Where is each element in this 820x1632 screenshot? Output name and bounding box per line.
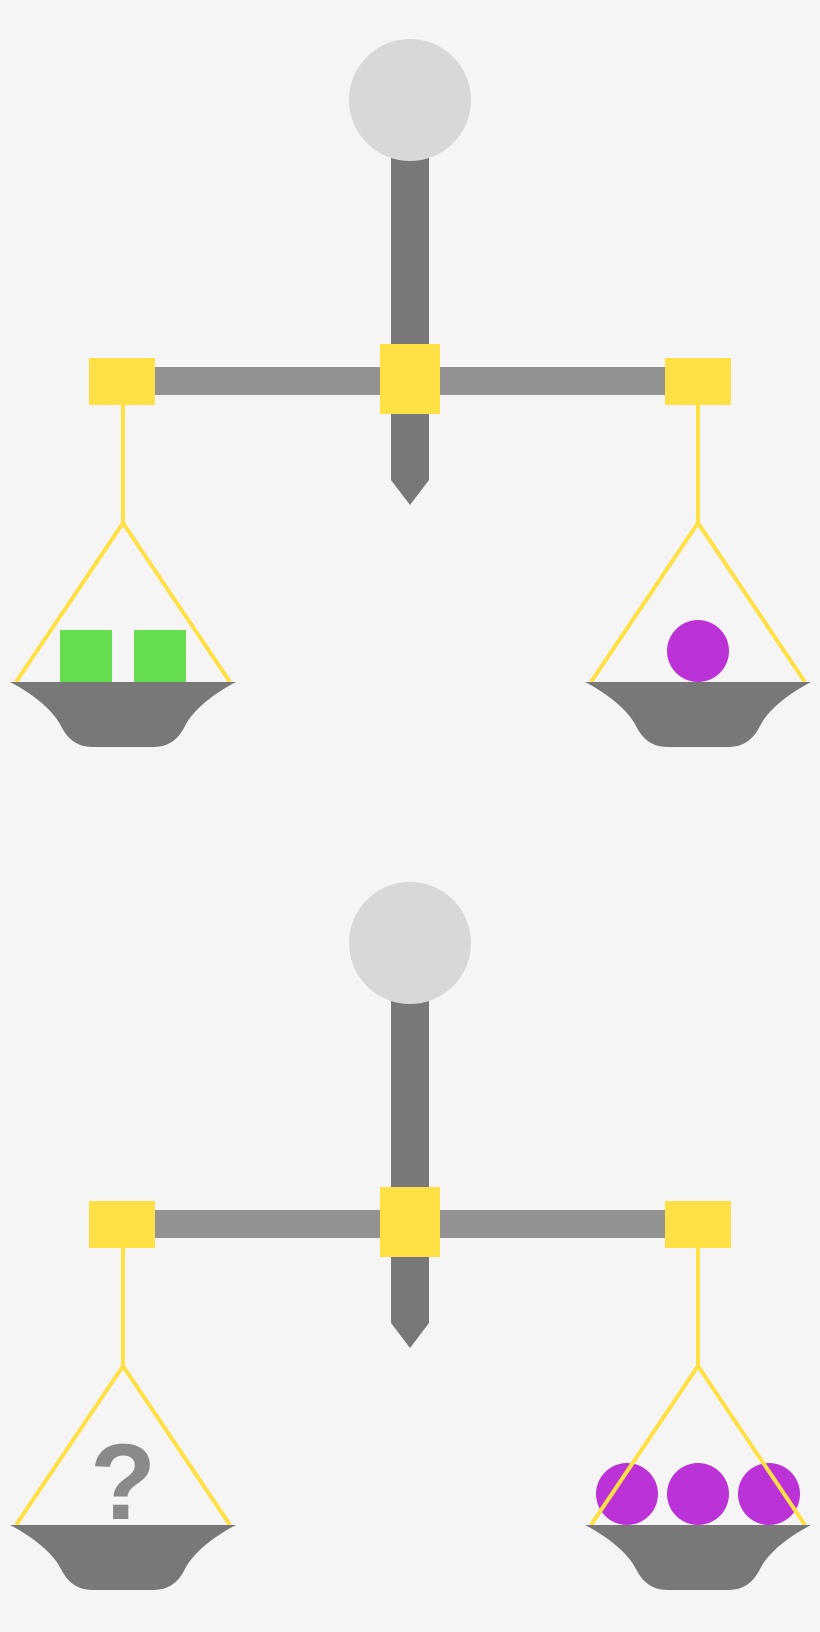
right-beam-joint: [665, 1201, 731, 1248]
balance-scale-1: [10, 39, 811, 747]
left-beam-joint: [89, 358, 155, 405]
right-pan-strings: [589, 1362, 807, 1527]
right-pan-strings: [589, 519, 807, 684]
left-pan-unknown-weight: ?: [90, 1421, 156, 1542]
balance-knob: [349, 882, 471, 1004]
left-beam-joint: [89, 1201, 155, 1248]
left-pan-strings: [14, 519, 232, 684]
left-pan: [10, 682, 236, 747]
left-pan: [10, 1525, 236, 1590]
center-pivot-joint: [380, 344, 440, 414]
right-pan: [585, 1525, 811, 1590]
right-pan-circle-weight: [738, 1463, 800, 1525]
right-pan-circle-weight: [596, 1463, 658, 1525]
center-pivot-joint: [380, 1187, 440, 1257]
right-pan-circle-weight: [667, 1463, 729, 1525]
left-pan-square-weight: [60, 630, 112, 682]
balance-post: [391, 150, 429, 505]
right-beam-joint: [665, 358, 731, 405]
balance-knob: [349, 39, 471, 161]
left-pan-square-weight: [134, 630, 186, 682]
balance-post: [391, 993, 429, 1348]
left-pan-strings: [14, 1362, 232, 1527]
right-pan: [585, 682, 811, 747]
balance-scale-2: ?: [10, 882, 811, 1590]
right-pan-circle-weight: [667, 620, 729, 682]
